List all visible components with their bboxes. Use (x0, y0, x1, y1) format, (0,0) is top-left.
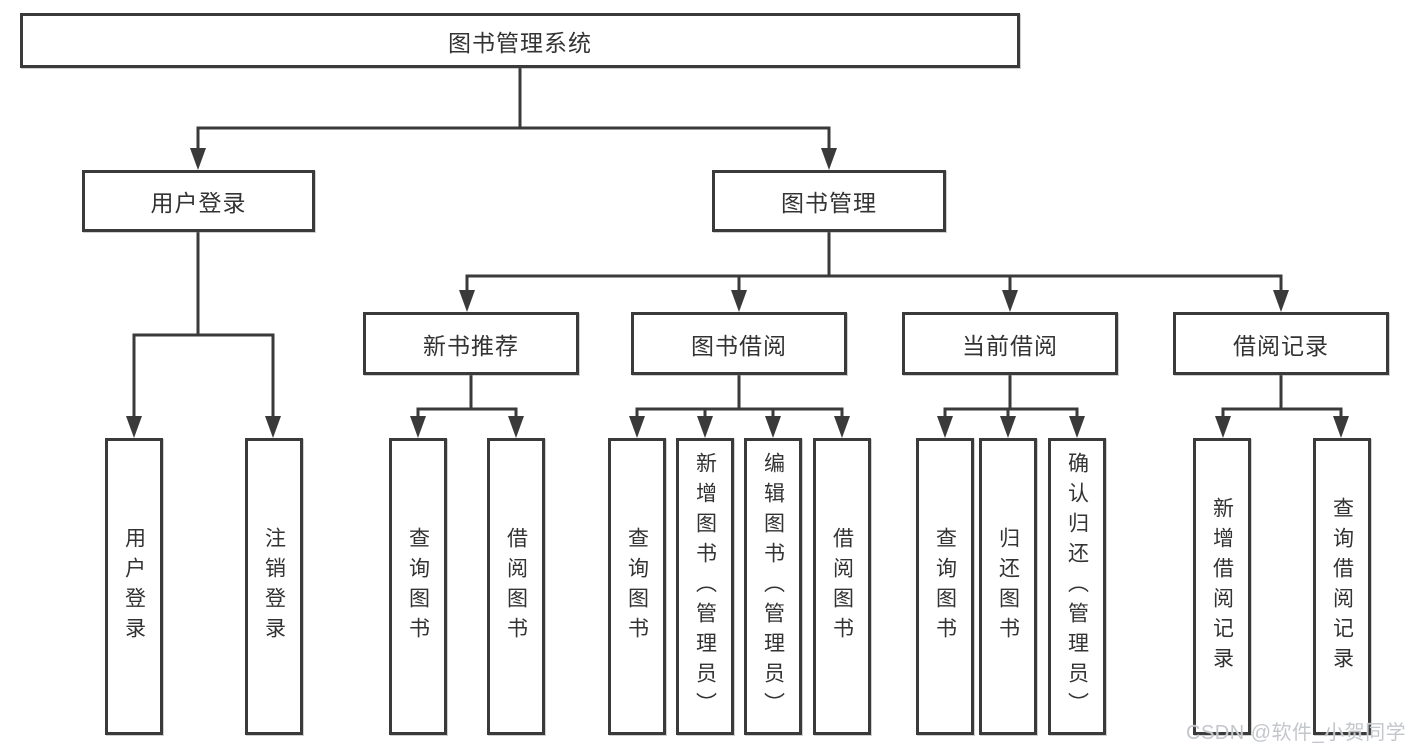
leaf-label: 用户登录 (122, 526, 146, 647)
leaf-borrow-books: 借阅图书 (813, 438, 871, 735)
leaf-label: 注销登录 (262, 526, 286, 647)
leaf-edit-books-admin: 编辑图书（管理员） (744, 438, 802, 735)
leaf-label: 归还图书 (996, 526, 1020, 647)
node-borrow-records-label: 借阅记录 (1233, 332, 1329, 359)
leaf-query-books-current: 查询图书 (916, 438, 974, 735)
leaf-label: 查询图书 (933, 526, 957, 647)
arrowheads (126, 148, 1349, 438)
leaf-label: 查询图书 (625, 526, 649, 647)
node-book-borrow: 图书借阅 (631, 312, 847, 375)
node-current-borrow-label: 当前借阅 (962, 332, 1058, 359)
leaf-label: 编辑图书（管理员） (761, 451, 785, 722)
node-new-book-recommend: 新书推荐 (363, 312, 579, 375)
leaf-return-books: 归还图书 (979, 438, 1037, 735)
leaf-confirm-return-admin: 确认归还（管理员） (1048, 438, 1106, 735)
leaf-label: 查询借阅记录 (1330, 496, 1354, 677)
node-root-label: 图书管理系统 (448, 29, 592, 56)
node-book-management: 图书管理 (712, 170, 946, 232)
node-current-borrow: 当前借阅 (902, 312, 1118, 375)
leaf-query-books-borrow: 查询图书 (608, 438, 666, 735)
leaf-label: 新增借阅记录 (1210, 496, 1234, 677)
leaf-user-login: 用户登录 (105, 438, 163, 735)
leaf-add-borrow-record: 新增借阅记录 (1193, 438, 1251, 735)
node-borrow-records: 借阅记录 (1173, 312, 1389, 375)
leaf-label: 借阅图书 (830, 526, 854, 647)
leaf-label: 查询图书 (406, 526, 430, 647)
leaf-query-borrow-record: 查询借阅记录 (1313, 438, 1371, 735)
leaf-query-books-recommend: 查询图书 (389, 438, 447, 735)
node-root: 图书管理系统 (20, 13, 1020, 68)
leaf-borrow-books-recommend: 借阅图书 (487, 438, 545, 735)
csdn-watermark: CSDN @软件_小贺同学 (1186, 722, 1405, 744)
leaf-label: 借阅图书 (504, 526, 528, 647)
node-user-login: 用户登录 (82, 170, 315, 232)
node-book-borrow-label: 图书借阅 (691, 332, 787, 359)
leaf-label: 确认归还（管理员） (1065, 451, 1089, 722)
leaf-logout: 注销登录 (245, 438, 303, 735)
node-book-management-label: 图书管理 (781, 190, 877, 216)
leaf-add-books-admin: 新增图书（管理员） (676, 438, 734, 735)
node-user-login-label: 用户登录 (150, 190, 247, 216)
leaf-label: 新增图书（管理员） (693, 451, 717, 722)
node-new-book-recommend-label: 新书推荐 (423, 332, 519, 359)
